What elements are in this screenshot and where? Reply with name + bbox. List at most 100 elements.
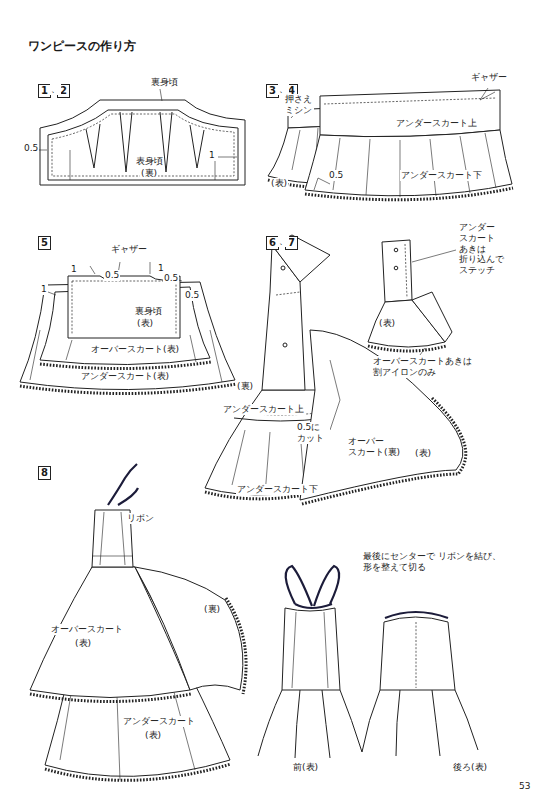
- part-label: アンダースカート: [122, 716, 196, 727]
- dress-assembly-figure-line: [330, 360, 340, 430]
- finishing-figure-line: [362, 690, 478, 756]
- part-label: オーバースカート(表): [90, 344, 180, 355]
- dimension-label: 0.5: [328, 170, 344, 181]
- part-label: (表): [74, 638, 92, 649]
- bodice-figure-line: [40, 100, 245, 185]
- dress-assembly-figure-line: [281, 266, 285, 270]
- part-label: オーバースカートあきは 割アイロンのみ: [372, 356, 486, 378]
- part-label: (裏): [203, 604, 221, 615]
- dress-assembly-figure-line: [394, 248, 398, 252]
- step-number: 3: [269, 85, 276, 96]
- bodice-figure-line: [218, 157, 237, 158]
- under-skirt-figure-line: [320, 90, 500, 137]
- part-label: ギャザー: [110, 244, 148, 255]
- part-label: (裏): [140, 168, 158, 179]
- under-skirt-figure-line: [324, 98, 496, 104]
- finishing-figure-line: [295, 604, 332, 608]
- finishing-figure-line: [314, 566, 339, 606]
- part-label: オーバー スカート(裏): [347, 436, 405, 458]
- bodice-figure-line: [52, 114, 234, 176]
- dimension-label: 1: [208, 150, 216, 161]
- bodice-figure-line: [70, 150, 215, 180]
- part-label: オーバースカート: [50, 624, 124, 635]
- step-number-box: 8: [38, 466, 51, 480]
- bodice-figure-line: [48, 110, 238, 180]
- bodice-figure-line: [86, 124, 100, 168]
- dimension-label: 0.5: [163, 273, 179, 284]
- dress-assembly-figure-line: [283, 343, 287, 347]
- finishing-figure: [258, 566, 478, 758]
- step-number: 7: [288, 237, 295, 248]
- dress-assembly-figure-line: [412, 292, 452, 342]
- finished-dress-figure-line: [118, 488, 138, 505]
- step-number: 1: [41, 85, 48, 96]
- bodice-figure: [37, 89, 245, 185]
- dress-assembly-figure-line: [302, 398, 466, 504]
- part-label: ギャザー: [470, 72, 508, 83]
- part-label: 、: [278, 236, 289, 247]
- dress-assembly-figure-line: [272, 235, 330, 282]
- part-label: リボン: [126, 513, 155, 524]
- part-label: 押さえミシン: [284, 94, 314, 116]
- part-label: アンダースカート下: [400, 170, 483, 181]
- part-label: 最後にセンターで リボンを結び、形を整えて切る: [362, 551, 506, 573]
- part-label: (表): [414, 448, 432, 459]
- skirt-assembly-figure: [20, 262, 236, 394]
- finishing-figure-line: [416, 622, 417, 688]
- part-label: (裏): [236, 381, 254, 392]
- page-title: ワンピースの作り方: [28, 38, 136, 55]
- part-label: アンダースカート上: [222, 404, 305, 415]
- part-label: 表身頃: [135, 156, 164, 167]
- dress-assembly-figure-line: [394, 266, 398, 270]
- dress-assembly-figure-line: [276, 292, 300, 295]
- under-skirt-figure-line: [305, 188, 513, 200]
- finished-dress-figure-line: [135, 567, 243, 690]
- skirt-assembly-figure-line: [72, 281, 176, 334]
- dimension-label: 1: [70, 264, 78, 275]
- finished-dress-figure: [30, 464, 246, 780]
- dimension-label: 0.5: [184, 290, 200, 301]
- part-label: (表): [270, 178, 288, 189]
- part-label: (表): [136, 318, 154, 329]
- dress-assembly-figure-line: [405, 244, 407, 298]
- under-skirt-figure: [268, 88, 513, 200]
- dimension-label: 53: [518, 781, 531, 792]
- finishing-figure-line: [258, 690, 362, 758]
- part-label: 前(表): [292, 762, 319, 773]
- part-label: 裏身頃: [134, 306, 163, 317]
- part-label: 後ろ(表): [452, 762, 488, 773]
- finishing-figure-line: [380, 617, 455, 690]
- part-label: アンダースカート上: [395, 118, 478, 129]
- finished-dress-figure-line: [108, 464, 137, 505]
- finished-dress-figure-line: [226, 598, 246, 694]
- finishing-figure-line: [286, 566, 312, 606]
- dimension-label: 0.5: [104, 270, 120, 281]
- under-skirt-figure-line: [333, 133, 496, 197]
- part-label: 裏身頃: [150, 77, 179, 88]
- part-label: (表): [378, 318, 396, 329]
- dress-assembly-figure-line: [368, 346, 446, 351]
- finishing-figure-line: [282, 608, 340, 690]
- part-label: アンダースカート下: [236, 484, 319, 495]
- part-label: 0.5に カット: [296, 422, 330, 444]
- dress-assembly-figure-line: [382, 240, 412, 302]
- under-skirt-figure-line: [305, 130, 512, 196]
- part-label: アンダー スカート あきは 折り込んで ステッチ: [458, 222, 512, 276]
- dimension-label: 1: [40, 284, 48, 295]
- under-skirt-figure-line: [480, 88, 495, 100]
- finished-dress-figure-line: [45, 764, 231, 780]
- part-label: (表): [144, 730, 162, 741]
- dress-assembly-figure-line: [412, 250, 456, 355]
- step-number: 5: [41, 237, 48, 248]
- dimension-label: 0.5: [23, 143, 39, 154]
- step-number: 6: [269, 237, 276, 248]
- step-number: 8: [41, 467, 48, 478]
- step-number: 2: [60, 85, 67, 96]
- bodice-figure-line: [160, 89, 162, 101]
- step-number-box: 5: [38, 236, 51, 250]
- finishing-figure-line: [292, 612, 328, 688]
- bodice-figure-line: [190, 125, 204, 168]
- bodice-figure-line: [120, 112, 132, 172]
- finished-dress-figure-line: [30, 694, 191, 702]
- part-label: 、: [50, 84, 61, 95]
